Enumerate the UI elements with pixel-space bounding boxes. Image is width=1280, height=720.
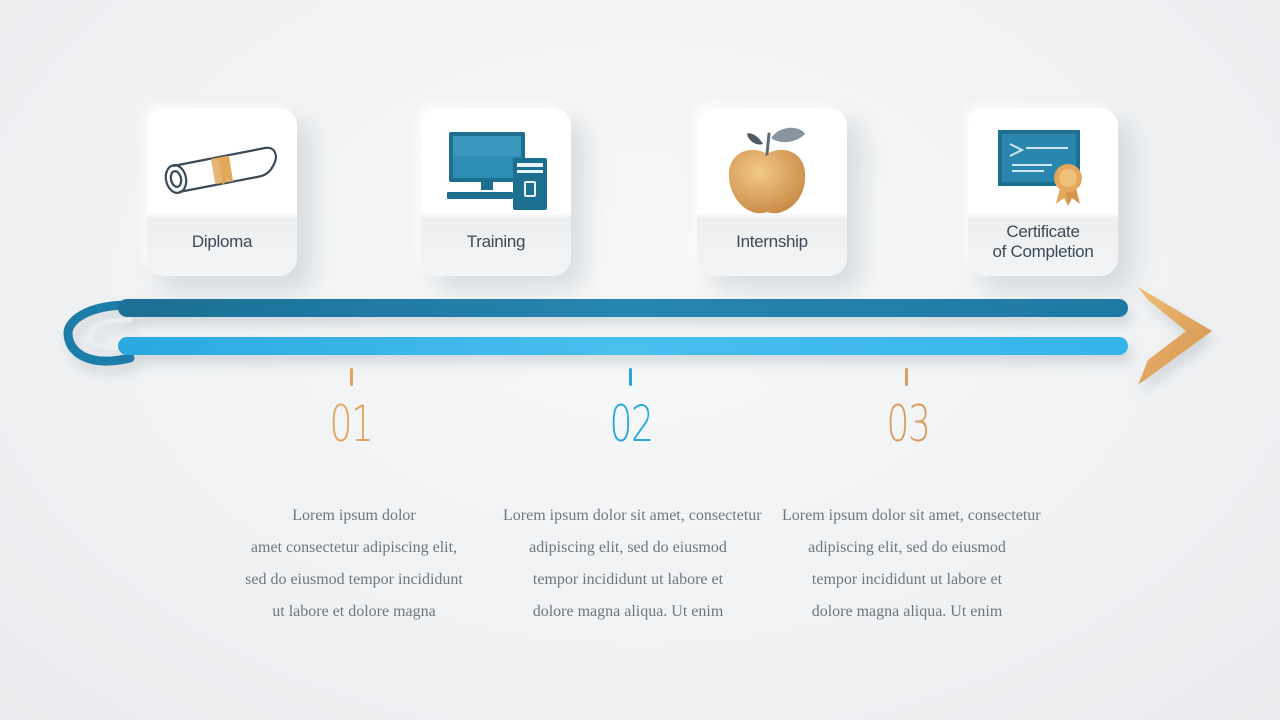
- step-label-diploma: Diploma: [191, 232, 253, 251]
- step-tick-02: [629, 368, 632, 386]
- step-label-training: Training: [466, 232, 526, 251]
- computer-icon: [447, 132, 547, 210]
- description-line: Lorem ipsum dolor sit amet, consectetur: [782, 507, 1041, 524]
- step-label-certificate: Certificate of Completion: [972, 222, 1114, 262]
- step-number-01: 01: [329, 395, 374, 453]
- description-line: Lorem ipsum dolor sit amet, consectetur: [503, 507, 762, 524]
- description-line: ut labore et dolore magna: [272, 603, 436, 620]
- apple-icon: [728, 127, 806, 214]
- step-number-02: 02: [609, 395, 654, 453]
- step-card-diploma: Diploma: [147, 108, 297, 276]
- description-line: tempor incididunt ut labore et: [811, 571, 1003, 588]
- track-upper-bar: [118, 299, 1128, 317]
- description-line: dolore magna aliqua. Ut enim: [532, 603, 724, 620]
- step-label-certificate-line2: of Completion: [992, 242, 1094, 261]
- description-line: adipiscing elit, sed do eiusmod: [529, 539, 727, 556]
- step-description-01: Lorem ipsum dolor amet consectetur adipi…: [229, 500, 479, 628]
- description-line: sed do eiusmod tempor incididunt: [245, 571, 463, 588]
- certificate-icon: [998, 130, 1082, 206]
- step-number-03: 03: [886, 395, 931, 453]
- step-card-training: Training: [421, 108, 571, 276]
- description-line: dolore magna aliqua. Ut enim: [811, 603, 1003, 620]
- description-line: adipiscing elit, sed do eiusmod: [808, 539, 1006, 556]
- step-card-internship: Internship: [697, 108, 847, 276]
- track-lower-bar: [118, 337, 1128, 355]
- description-line: Lorem ipsum dolor: [292, 507, 416, 524]
- description-line: tempor incididunt ut labore et: [532, 571, 724, 588]
- step-description-02: Lorem ipsum dolor sit amet, consectetur …: [503, 500, 762, 628]
- step-label-internship: Internship: [736, 232, 808, 251]
- step-tick-01: [350, 368, 353, 386]
- step-card-certificate: Certificate of Completion: [968, 108, 1118, 276]
- step-description-03: Lorem ipsum dolor sit amet, consectetur …: [782, 500, 1041, 628]
- description-line: amet consectetur adipiscing elit,: [250, 539, 458, 556]
- diploma-scroll-icon: [164, 146, 277, 194]
- step-tick-03: [905, 368, 908, 386]
- arrow-head-icon: [1138, 287, 1212, 385]
- step-label-certificate-line1: Certificate: [1006, 222, 1080, 241]
